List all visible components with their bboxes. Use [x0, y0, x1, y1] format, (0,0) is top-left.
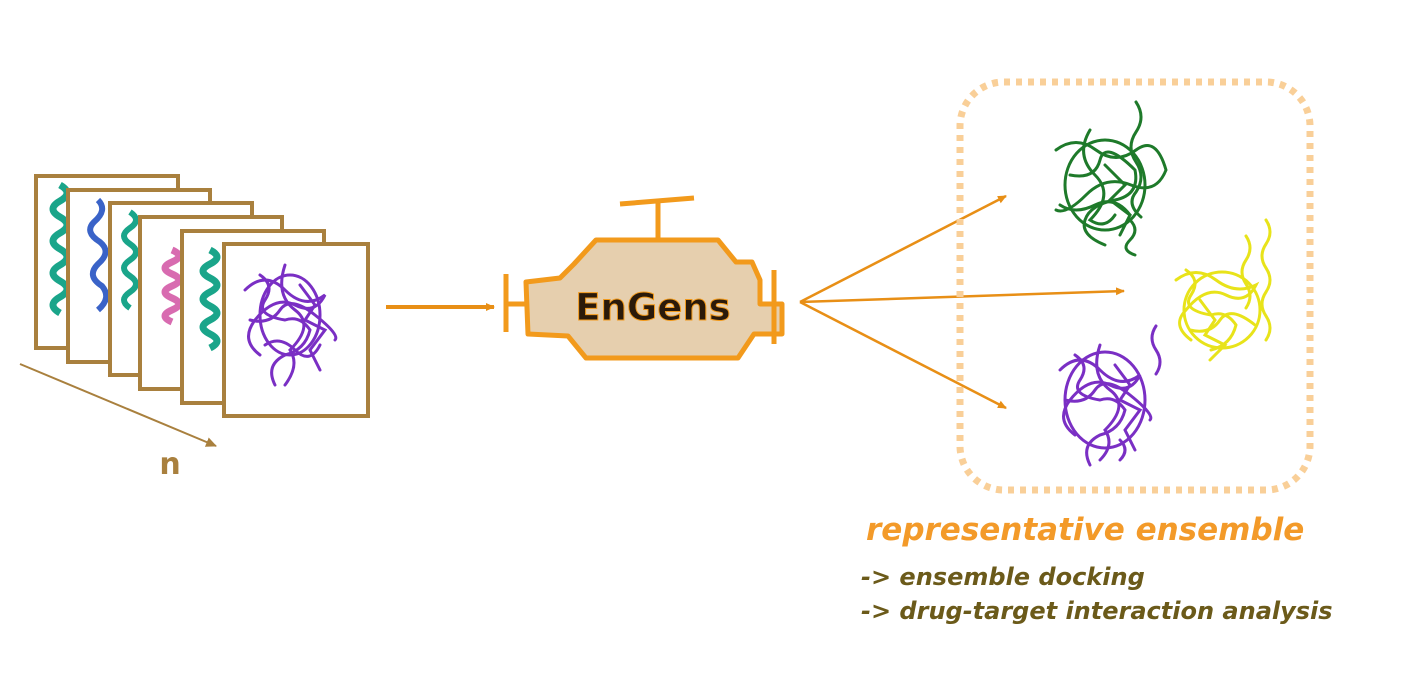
output-arrow-top [799, 194, 1007, 304]
stack-depth-arrow [19, 363, 217, 447]
input-frame-6 [222, 242, 370, 418]
engine-body [523, 237, 785, 361]
ensemble-title: representative ensemble [866, 512, 1305, 548]
green-structure [1054, 100, 1168, 257]
ensemble-box [956, 78, 1314, 494]
purple-structure [1058, 324, 1162, 467]
purple-protein-small [243, 263, 338, 387]
yellow-structure [1174, 218, 1272, 362]
output-arrow-bottom [799, 300, 1007, 410]
input-frame-stack: n [19, 174, 370, 482]
engens-engine: EnGens [503, 195, 785, 361]
application-ensemble-docking: -> ensemble docking [861, 563, 1145, 591]
stack-count-label: n [159, 447, 180, 482]
engine-label: EnGens [575, 286, 730, 329]
application-drug-target-analysis: -> drug-target interaction analysis [861, 597, 1333, 625]
